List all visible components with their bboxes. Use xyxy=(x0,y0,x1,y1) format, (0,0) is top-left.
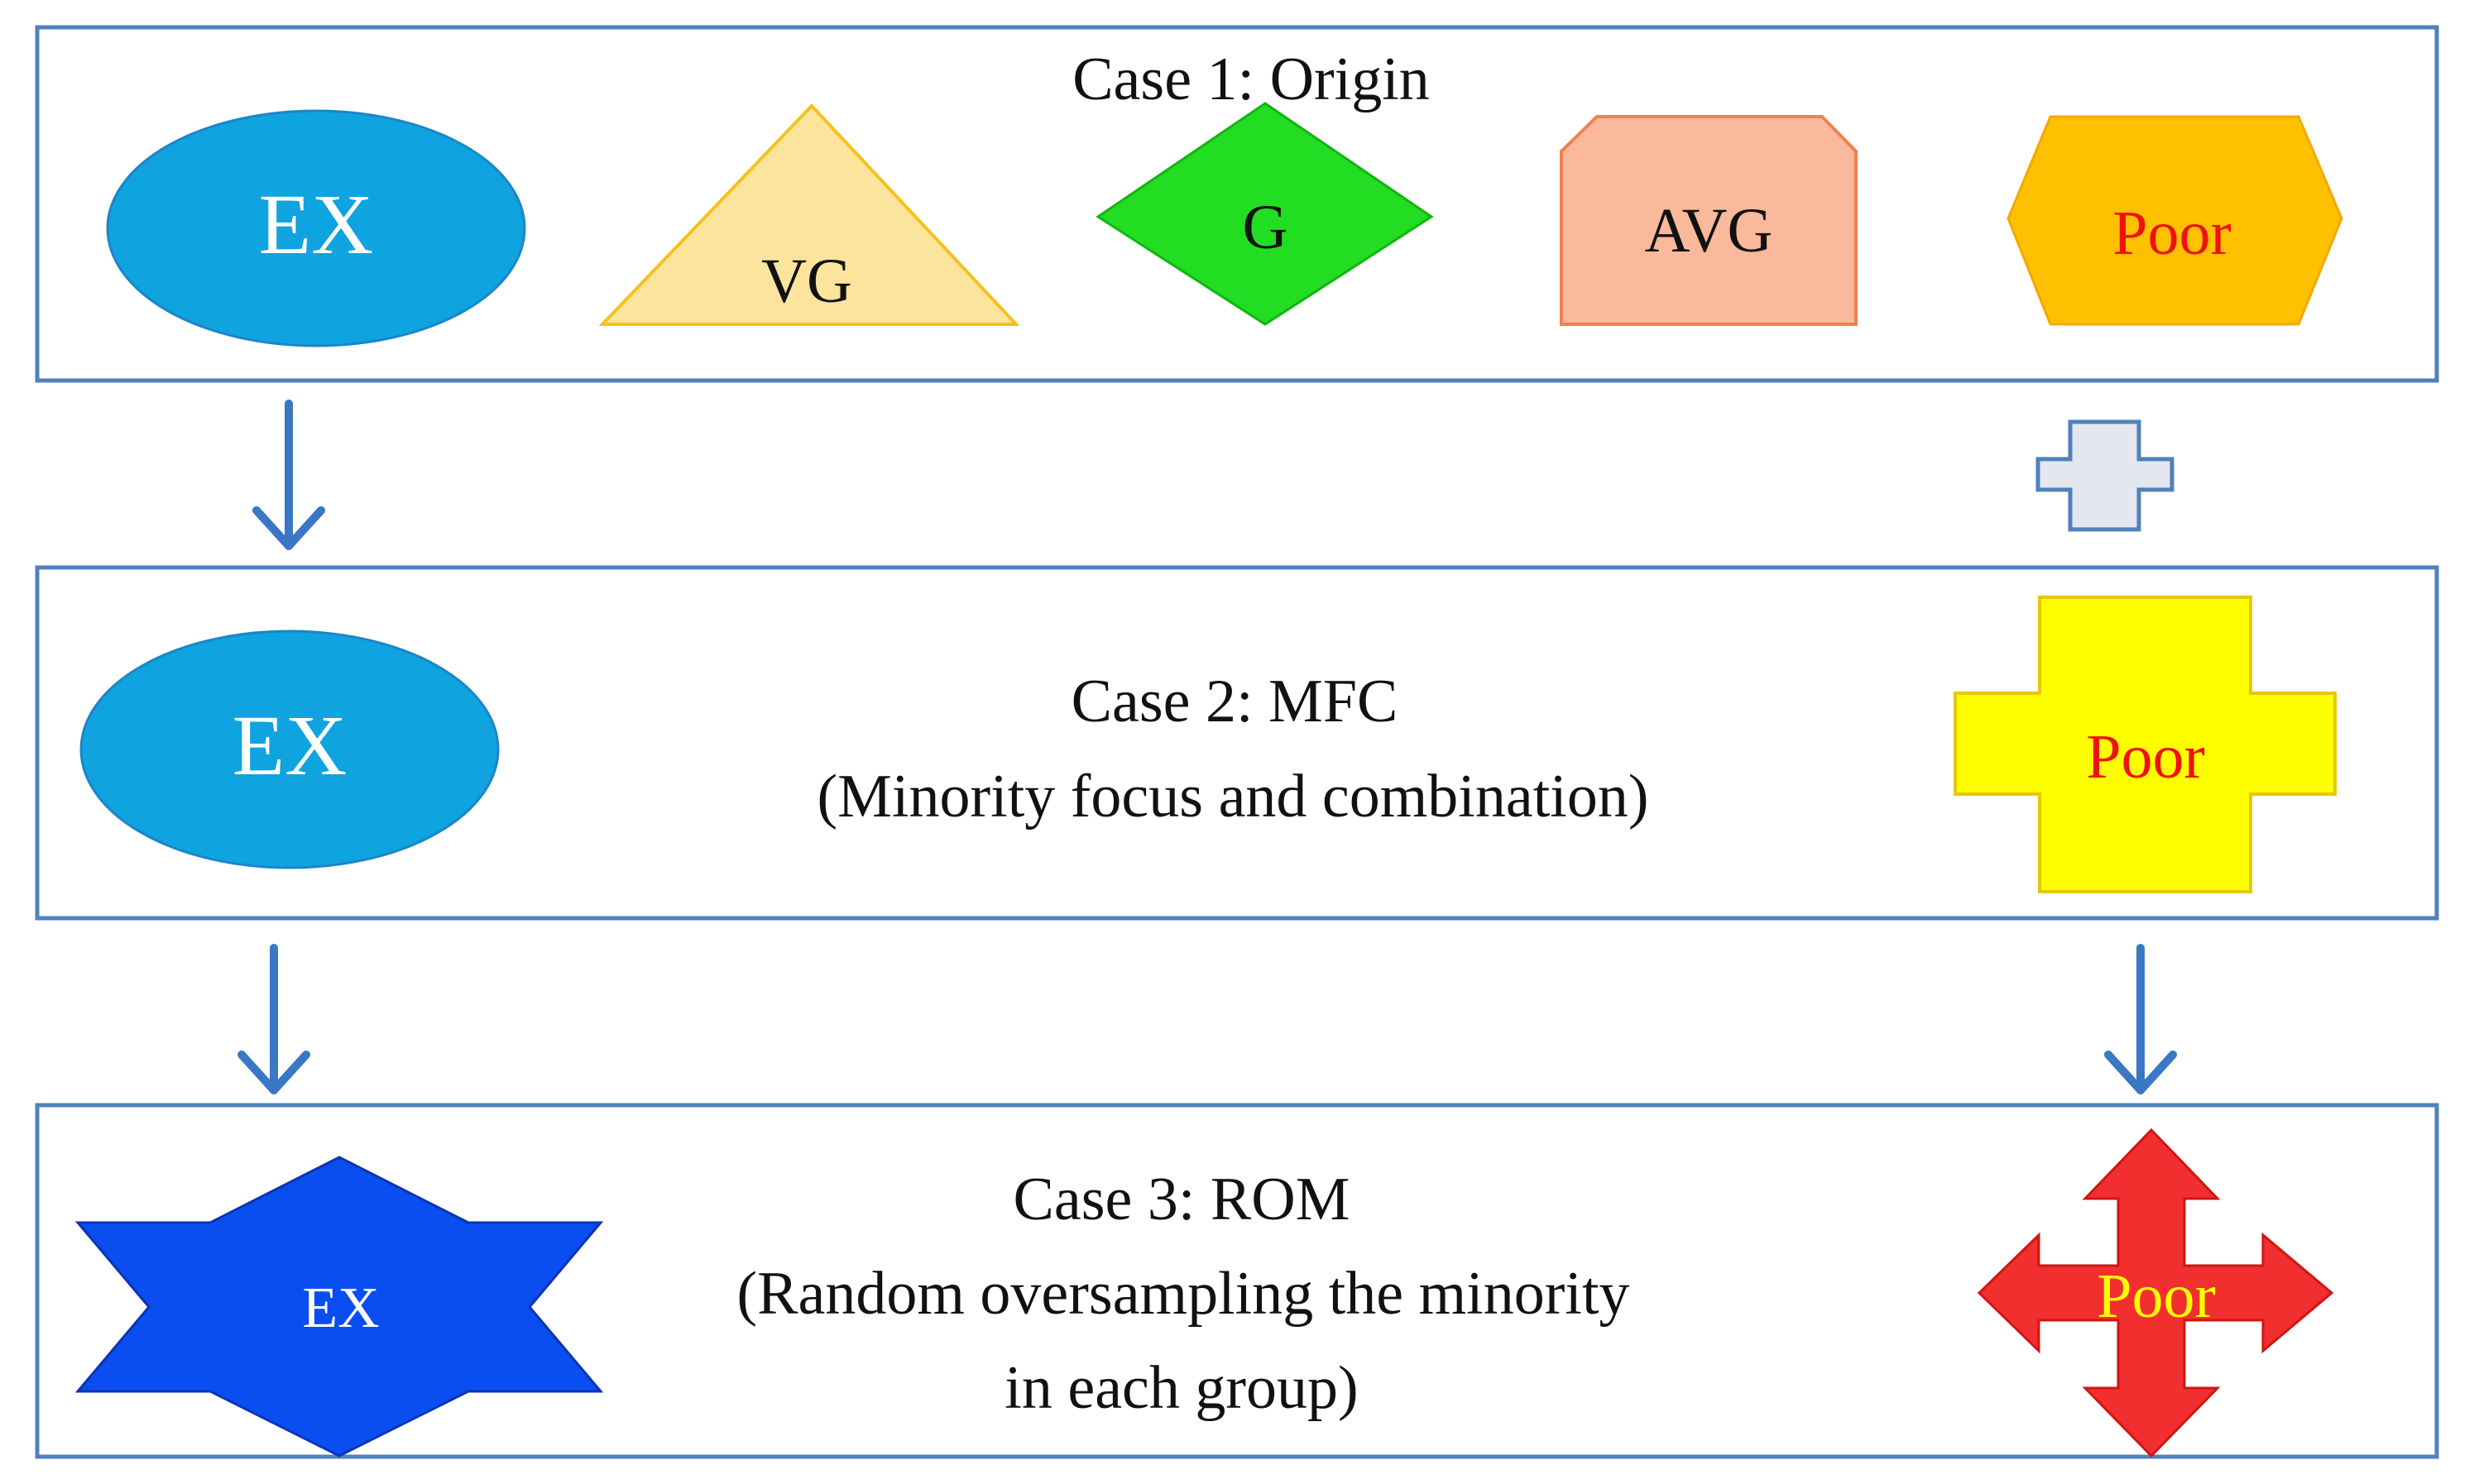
poor-cross-shape xyxy=(1954,596,2337,893)
ex-label-case3: EX xyxy=(302,1276,379,1340)
case3-title: Case 3: ROM xyxy=(1014,1166,1350,1233)
down-arrow-icon xyxy=(252,400,325,550)
poor-label-case1: Poor xyxy=(2112,199,2232,268)
vg-label: VG xyxy=(761,247,852,316)
case2-subtitle: (Minority focus and combination) xyxy=(817,763,1649,831)
case1-title: Case 1: Origin xyxy=(1072,45,1430,113)
ex-label-case1: EX xyxy=(259,177,374,272)
case2-title: Case 2: MFC xyxy=(1072,668,1398,735)
down-arrow-icon xyxy=(2104,944,2177,1094)
g-label: G xyxy=(1243,193,1288,262)
case3-subtitle-line1: (Random oversampling the minority xyxy=(737,1260,1630,1328)
avg-box-shape xyxy=(1560,115,1858,326)
avg-label: AVG xyxy=(1645,196,1773,266)
plus-icon xyxy=(2035,419,2174,532)
ex-label-case2: EX xyxy=(233,698,348,793)
poor-four-way-arrow-shape xyxy=(1977,1127,2334,1458)
ex-ellipse-shape xyxy=(79,630,500,869)
ex-ellipse-shape xyxy=(106,109,526,347)
ex-star-shape xyxy=(74,1156,604,1458)
poor-label-case2: Poor xyxy=(2086,722,2205,792)
down-arrow-icon xyxy=(237,944,310,1094)
case3-subtitle-line2: in each group) xyxy=(1004,1354,1358,1422)
g-diamond-shape xyxy=(1096,102,1434,326)
vg-triangle-shape xyxy=(598,103,1020,326)
poor-hexagon-shape xyxy=(2007,115,2343,326)
poor-label-case3: Poor xyxy=(2097,1261,2216,1331)
